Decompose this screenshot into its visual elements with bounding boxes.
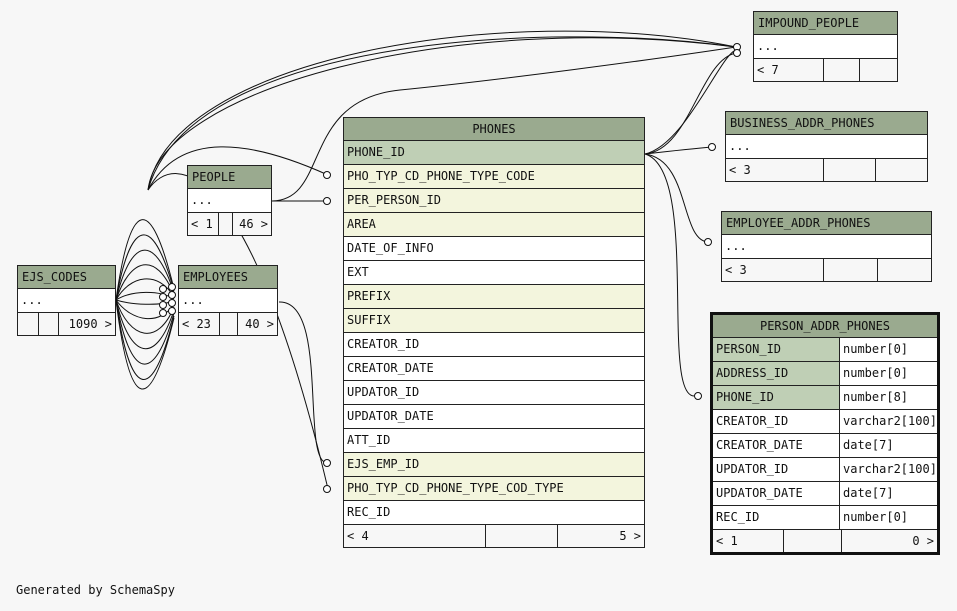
column-type: date[7] [843,438,894,452]
table-title: EMPLOYEES [179,266,277,289]
footer-blank [824,159,876,181]
column-name: CREATOR_DATE [713,434,840,457]
column-row: REC_ID number[0] [713,506,937,530]
column-row: DATE_OF_INFO [344,237,644,261]
column-name: REC_ID [713,506,840,529]
column-row: REC_ID [344,501,644,525]
table-employee-addr-phones[interactable]: EMPLOYEE_ADDR_PHONES ... < 3 [721,211,932,282]
column-row: PHONE_ID [344,141,644,165]
children-count: < 7 [754,59,824,81]
parents-count: 5 > [619,529,641,543]
column-row: ATT_ID [344,429,644,453]
parents-count: 0 > [912,534,934,548]
column-type: varchar2[100] [843,462,937,476]
generated-by-credit: Generated by SchemaSpy [16,583,175,597]
footer-blank [39,313,59,335]
table-impound-people[interactable]: IMPOUND_PEOPLE ... < 7 [753,11,898,82]
table-footer: < 4 5 > [344,525,644,547]
column-row: PHO_TYP_CD_PHONE_TYPE_CODE [344,165,644,189]
table-people[interactable]: PEOPLE ... < 1 46 > [187,165,272,236]
table-footer: < 1 0 > [713,530,937,552]
column-row: CREATOR_ID varchar2[100] [713,410,937,434]
children-count: < 3 [726,159,824,181]
column-row: ADDRESS_ID number[0] [713,362,937,386]
column-row: EXT [344,261,644,285]
footer-blank [220,313,238,335]
column-row: UPDATOR_ID [344,381,644,405]
table-title: PERSON_ADDR_PHONES [713,315,937,338]
column-name: UPDATOR_DATE [713,482,840,505]
column-row: SUFFIX [344,309,644,333]
table-title: BUSINESS_ADDR_PHONES [726,112,927,135]
column-name: PHONE_ID [713,386,840,409]
table-title: EJS_CODES [18,266,115,289]
table-footer: < 23 40 > [179,313,277,335]
table-footer: < 3 [722,259,931,281]
column-row: CREATOR_ID [344,333,644,357]
footer-blank [784,530,842,552]
column-name: PERSON_ID [713,338,840,361]
footer-blank [860,59,897,81]
column-row: AREA [344,213,644,237]
table-footer: < 3 [726,159,927,181]
column-type: number[0] [843,342,909,356]
children-count: < 1 [188,213,219,235]
ellipsis-row: ... [188,189,271,213]
column-type: number[0] [843,366,909,380]
children-count: < 4 [344,525,486,547]
table-employees[interactable]: EMPLOYEES ... < 23 40 > [178,265,278,336]
column-row: PREFIX [344,285,644,309]
footer-blank [878,259,931,281]
table-footer: < 7 [754,59,897,81]
table-title: IMPOUND_PEOPLE [754,12,897,35]
parents-count: 1090 > [68,317,112,331]
column-row: UPDATOR_DATE [344,405,644,429]
footer-blank [876,159,927,181]
parents-count: 40 > [245,317,274,331]
ellipsis-row: ... [18,289,115,313]
children-count: < 23 [179,313,220,335]
footer-blank [824,259,878,281]
column-type: number[0] [843,510,909,524]
column-row: PERSON_ID number[0] [713,338,937,362]
column-row: PER_PERSON_ID [344,189,644,213]
column-name: ADDRESS_ID [713,362,840,385]
table-title: EMPLOYEE_ADDR_PHONES [722,212,931,235]
parents-count: 46 > [239,217,268,231]
table-footer: 1090 > [18,313,115,335]
column-row: UPDATOR_ID varchar2[100] [713,458,937,482]
ellipsis-row: ... [754,35,897,59]
column-row: EJS_EMP_ID [344,453,644,477]
footer-blank [824,59,860,81]
footer-blank [18,313,39,335]
children-count: < 1 [713,530,784,552]
table-business-addr-phones[interactable]: BUSINESS_ADDR_PHONES ... < 3 [725,111,928,182]
column-name: CREATOR_ID [713,410,840,433]
column-type: varchar2[100] [843,414,937,428]
column-type: number[8] [843,390,909,404]
column-row: PHO_TYP_CD_PHONE_TYPE_COD_TYPE [344,477,644,501]
ellipsis-row: ... [726,135,927,159]
column-row: CREATOR_DATE [344,357,644,381]
footer-blank [486,525,558,547]
table-person-addr-phones[interactable]: PERSON_ADDR_PHONES PERSON_ID number[0] A… [710,312,940,555]
table-phones[interactable]: PHONES PHONE_ID PHO_TYP_CD_PHONE_TYPE_CO… [343,117,645,548]
table-title: PHONES [344,118,644,141]
ellipsis-row: ... [179,289,277,313]
column-row: PHONE_ID number[8] [713,386,937,410]
column-type: date[7] [843,486,894,500]
table-ejs-codes[interactable]: EJS_CODES ... 1090 > [17,265,116,336]
column-name: UPDATOR_ID [713,458,840,481]
footer-blank [219,213,233,235]
table-title: PEOPLE [188,166,271,189]
column-row: CREATOR_DATE date[7] [713,434,937,458]
children-count: < 3 [722,259,824,281]
ellipsis-row: ... [722,235,931,259]
column-row: UPDATOR_DATE date[7] [713,482,937,506]
table-footer: < 1 46 > [188,213,271,235]
